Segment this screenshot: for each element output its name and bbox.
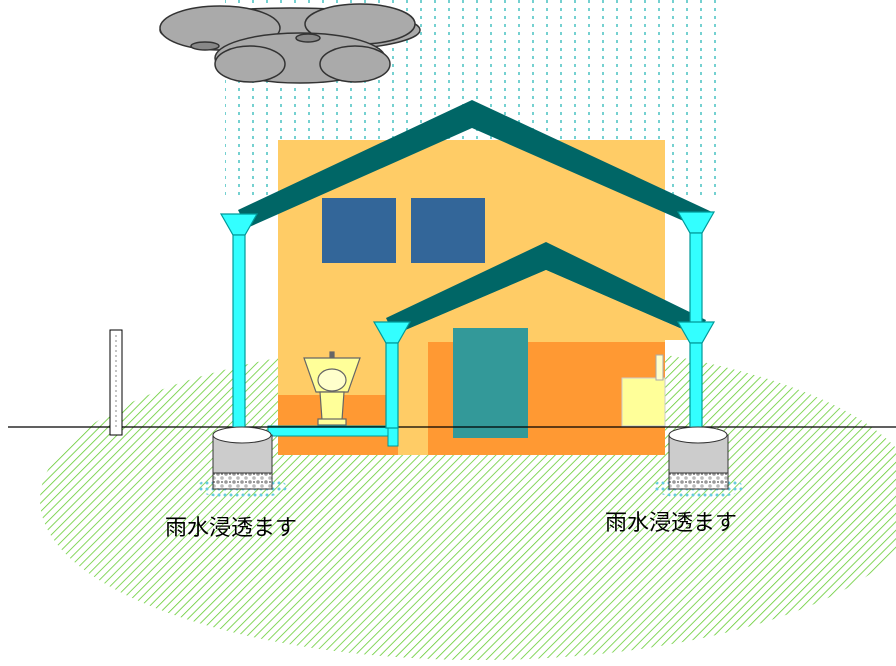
cloud-icon [159,3,421,84]
ruler-icon [109,329,123,436]
window-right [411,198,485,263]
downspout-left [219,213,259,431]
main-roof [238,100,712,230]
downspout-right [676,211,716,431]
window-left [322,198,396,263]
drain-pipe-elbow [387,425,399,447]
sink-icon [621,354,666,427]
lawn [40,340,896,660]
infiltration-tank-right-label: 雨水浸透ます [605,511,738,536]
porch-gable [394,270,698,340]
door [453,328,528,438]
toilet-icon [303,351,361,426]
porch-roof [386,242,706,336]
downspout-middle [372,321,412,429]
infiltration-tank-left [197,426,287,499]
infiltration-tank-left-label: 雨水浸透ます [165,516,298,541]
infiltration-tank-right [653,426,743,499]
